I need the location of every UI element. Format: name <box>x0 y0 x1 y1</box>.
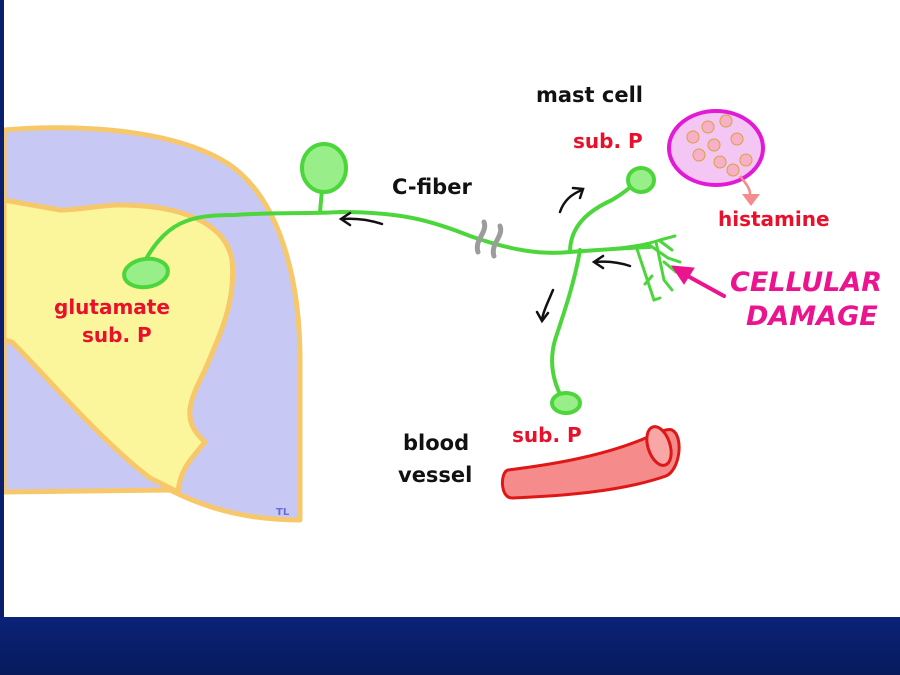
peripheral-terminal-vessel <box>550 391 582 415</box>
axon-break-icon <box>474 219 504 259</box>
label-vessel: vessel <box>398 463 473 487</box>
label-mast-cell: mast cell <box>536 83 643 107</box>
damage-arrow-icon <box>671 265 726 298</box>
label-histamine: histamine <box>718 207 830 231</box>
free-nerve-endings <box>608 234 682 302</box>
author-initials: TL <box>276 507 290 518</box>
nociception-diagram <box>0 109 765 523</box>
footer-bar <box>0 617 900 675</box>
label-sub-p-vessel: sub. P <box>512 423 582 447</box>
central-terminal <box>122 256 170 290</box>
label-damage: DAMAGE <box>746 301 878 332</box>
mast-cell-granules <box>686 114 753 177</box>
conduction-arrows <box>338 186 632 324</box>
blood-vessel-icon <box>501 428 681 500</box>
label-cellular: CELLULAR <box>730 267 883 298</box>
branch-blood-vessel <box>550 248 582 400</box>
label-sub-p-spinal: sub. P <box>82 323 152 347</box>
peripheral-terminal-mast <box>626 166 656 194</box>
label-blood: blood <box>403 431 470 455</box>
histamine-arrow-icon <box>742 194 760 206</box>
label-c-fiber: C-fiber <box>392 175 472 199</box>
branch-mast-cell <box>568 180 638 254</box>
label-sub-p-mast: sub. P <box>573 129 643 153</box>
cell-body <box>300 142 348 194</box>
label-glutamate: glutamate <box>54 295 170 319</box>
dorsal-horn <box>1 197 236 495</box>
